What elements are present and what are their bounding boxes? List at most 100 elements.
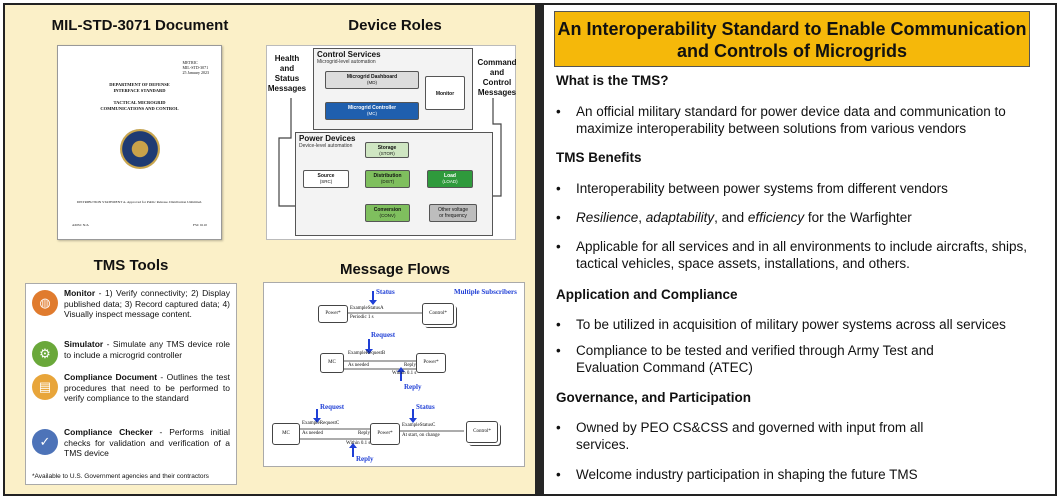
tool-desc: - Performs initial checks for validation… [64,427,230,458]
flow-example-status-c: ExampleStatusC [402,423,436,428]
mc-node: MC [272,423,300,445]
flow-status-label-2: Status [416,403,435,411]
control-services-sub: Microgrid-level automation [317,59,376,65]
left-panel: MIL-STD-3071 Document METRIC MIL-STD-307… [5,5,535,494]
load-node: Load(LOAD) [427,170,473,188]
right-panel: An Interoperability Standard to Enable C… [544,5,1055,494]
bullet-text: Interoperability between power systems f… [576,181,948,196]
flow-request-label-2: Request [320,403,345,411]
doc-title: DEPARTMENT OF DEFENSE INTERFACE STANDARD… [100,82,179,111]
bullet-text: Applicable for all services and in all e… [576,239,1027,271]
flow-example-request-c: ExampleRequestC [302,421,340,426]
command-control-label: Command and Control Messages [477,58,517,97]
panel-divider [535,5,544,494]
roles-section-title: Device Roles [348,17,442,34]
flow-arrows [300,291,464,457]
other-voltage-node: Other voltage or frequency [429,204,477,222]
doc-distribution-note: DISTRIBUTION STATEMENT A. Approved for P… [76,200,203,204]
tool-text: Simulator - Simulate any TMS device role… [64,339,230,367]
bullet-dot: • [556,181,561,196]
bullet-dot: • [556,467,561,482]
tool-desc: - 1) Verify connectivity; 2) Display pub… [64,288,230,319]
tool-simulator: ⚙ Simulator - Simulate any TMS device ro… [32,339,230,367]
tool-monitor: ◍ Monitor - 1) Verify connectivity; 2) D… [32,288,230,320]
bullet-text: Welcome industry participation in shapin… [576,467,918,482]
microgrid-dashboard-node: Microgrid Dashboard(MD) [325,71,419,89]
flow-example-status-a: ExampleStatusA [350,306,384,311]
conversion-node: Conversion(CONV) [365,204,410,222]
tool-name: Compliance Document [64,372,158,382]
conversion-label: Conversion [373,207,402,213]
storage-abbr: (STOR) [379,151,395,156]
flow-request-label: Request [371,331,396,339]
globe-icon: ◍ [32,290,58,316]
bullet-text: An official military standard for power … [576,104,1006,136]
tool-name: Compliance Checker [64,427,153,437]
title-banner: An Interoperability Standard to Enable C… [554,11,1030,67]
bullet-dot: • [556,210,561,225]
bullet-dot: • [556,239,561,254]
word-adaptability: adaptability [645,210,715,225]
flow-reply-label: Reply [404,383,422,391]
bullet-item: • To be utilized in acquisition of milita… [556,316,1047,333]
flow-multiple-subscribers: Multiple Subscribers [454,288,517,296]
health-status-label: Health and Status Messages [267,54,307,93]
flow-reply-text: Reply [404,363,416,368]
gears-icon: ⚙ [32,341,58,367]
mc-node: MC [320,353,344,373]
doc-header: METRIC MIL-STD-3071 25 January 2023 [182,60,209,75]
power-node: Power* [370,423,400,445]
tool-compliance-checker: ✓ Compliance Checker - Performs initial … [32,427,230,459]
mil-std-document-thumbnail: METRIC MIL-STD-3071 25 January 2023 DEPA… [57,45,222,240]
flow-within-2: Within 0.1 s [346,441,371,446]
flow-within: Within 0.1 s [392,371,417,376]
conversion-abbr: (CONV) [379,213,396,218]
distribution-label: Distribution [373,173,402,179]
tool-compliance-document: ▤ Compliance Document - Outlines the tes… [32,372,230,404]
tool-desc: - Simulate any TMS device role to includ… [64,339,230,360]
tool-text: Monitor - 1) Verify connectivity; 2) Dis… [64,288,230,320]
doc-section-title: MIL-STD-3071 Document [51,17,229,34]
tool-text: Compliance Checker - Performs initial ch… [64,427,230,459]
bullet-dot: • [556,317,561,332]
bullet-dot: • [556,104,561,119]
word-efficiency: efficiency [747,210,805,225]
tool-text: Compliance Document - Outlines the test … [64,372,230,404]
power-devices-sub: Device-level automation [299,143,353,149]
doc-fsc: FSC 6110 [193,223,207,227]
bullet-item: • An official military standard for power… [556,103,1047,137]
slide-frame [3,3,1057,496]
flows-section-title: Message Flows [339,261,451,278]
device-roles-diagram: Health and Status Messages Command and C… [266,45,517,240]
storage-label: Storage [377,145,397,151]
tools-section-title: TMS Tools [93,257,169,274]
bullet-item: •Compliance to be tested and verified th… [556,342,935,376]
document-icon: ▤ [32,374,58,400]
tool-name: Simulator [64,339,104,349]
flow-reply-text-2: Reply [358,431,370,436]
tms-tools-list: ◍ Monitor - 1) Verify connectivity; 2) D… [25,283,237,485]
bullet-item: •Owned by PEO CS&CSS and governed with i… [556,419,945,453]
microgrid-controller-node: Microgrid Controller(MC) [325,102,419,120]
control-services-title: Control Services [317,50,381,59]
bullet-text: To be utilized in acquisition of militar… [576,317,1006,332]
power-devices-title: Power Devices [299,134,356,143]
distribution-node: Distribution(DIST) [365,170,410,188]
heading-application-compliance: Application and Compliance [556,287,738,302]
doc-footer: AMSC N/A FSC 6110 [72,223,207,227]
source-label: Source [317,173,335,179]
sep: , and [714,210,748,225]
bullet-item: •Resilience, adaptability, and efficienc… [556,209,1047,226]
load-label: Load [444,173,456,179]
monitor-node: Monitor [425,76,465,110]
checklist-icon: ✓ [32,429,58,455]
bullet-text: Owned by PEO CS&CSS and governed with in… [576,420,924,452]
dod-seal-icon [120,129,160,169]
dashboard-label: Microgrid Dashboard [346,74,398,80]
controller-abbr: (MC) [367,111,377,116]
controller-label: Microgrid Controller [347,105,397,111]
word-resilience: Resilience [576,210,639,225]
bullet-item: • Applicable for all services and in all … [556,238,1047,272]
sep: for the Warfighter [804,210,912,225]
source-node: Source(SRC) [303,170,349,188]
